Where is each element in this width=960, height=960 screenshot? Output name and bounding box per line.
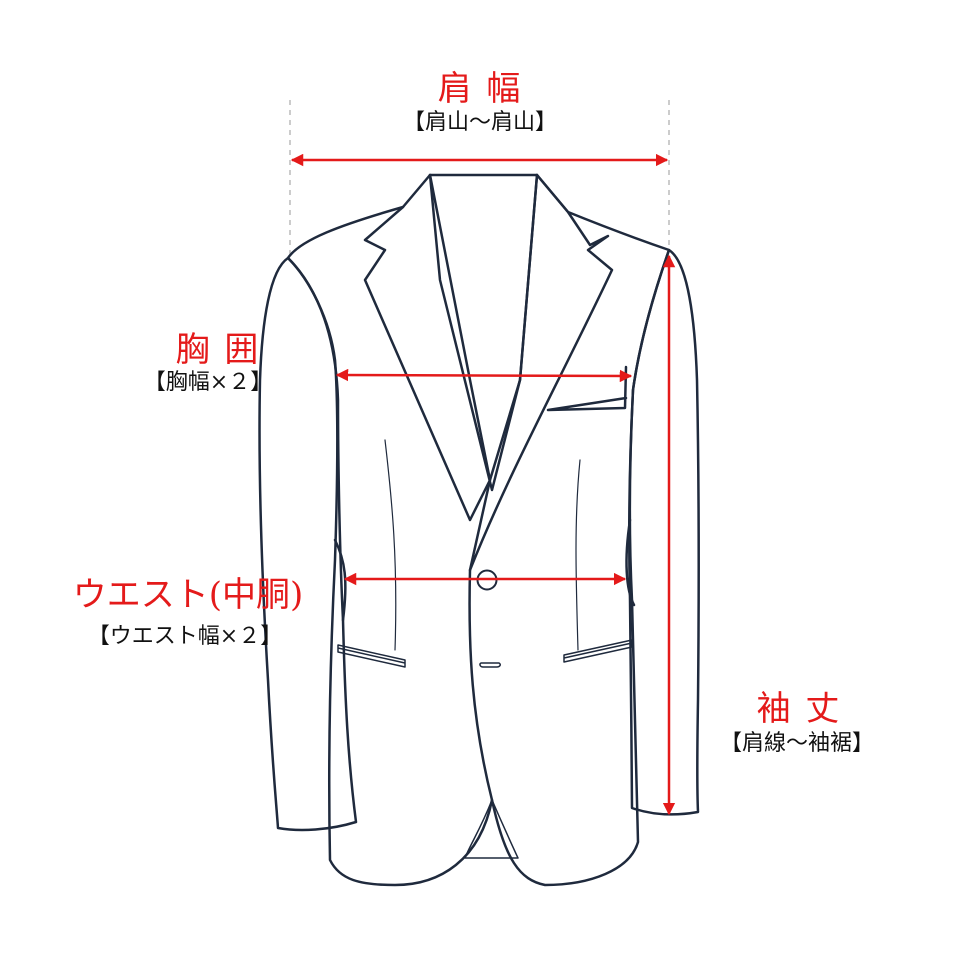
left-waist-shaping (333, 538, 347, 622)
waist-subtitle: 【ウエスト幅×２】 (87, 624, 283, 649)
chest-pocket (546, 365, 628, 412)
shoulder-title: 肩 幅 (437, 69, 523, 109)
right-sleeve (627, 248, 700, 816)
right-waist-shaping (625, 518, 636, 607)
front-opening-line (468, 568, 494, 802)
inner-collar-line (428, 173, 539, 492)
buttonhole (479, 662, 501, 668)
right-dart (575, 459, 581, 651)
left-sleeve (258, 256, 358, 832)
chest-title: 胸 囲 (175, 330, 261, 370)
left-dart (384, 439, 397, 651)
left-lapel (363, 173, 492, 522)
right-lapel (468, 173, 614, 572)
sleeve-subtitle: 【肩線～袖裾】 (719, 731, 875, 756)
shoulder-subtitle: 【肩山～肩山】 (402, 110, 558, 135)
inner-hem-detail (464, 799, 519, 859)
sleeve-title: 袖 丈 (756, 689, 842, 729)
chest-subtitle: 【胸幅×２】 (143, 370, 273, 395)
right-hip-pocket (563, 639, 633, 663)
chest-arrow (335, 368, 633, 383)
waist-title: ウエスト(中胴) (72, 575, 304, 615)
left-hip-pocket (337, 644, 406, 668)
